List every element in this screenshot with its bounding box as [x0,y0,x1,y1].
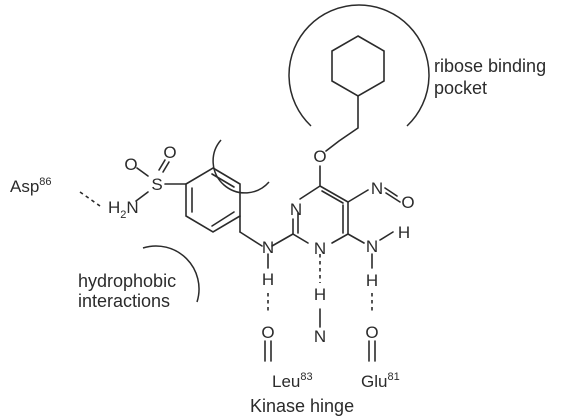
hinge-oxygen-left-label: O [261,323,274,342]
hinge-nitrogen-label: N [314,327,326,346]
sulfonamide-nh2-label: H2N [108,198,139,221]
amine-hydrogen-down-label: H [366,271,378,290]
amine-bonds [347,231,394,269]
pyrimidine-double-bonds [297,190,344,234]
hinge-hydrogen-label: H [314,285,326,304]
residue-asp-label: Asp86 [10,176,52,196]
hydrophobic-caption: hydrophobic interactions [78,271,181,311]
amine-hydrogen-right-label: H [398,223,410,242]
residue-glu-label: Glu81 [361,371,400,391]
benzene-double-bonds [191,173,235,227]
hbond-asp-to-nh2 [79,191,101,207]
nh-nitrogen-label: N [262,238,274,257]
nitroso-oxygen-label: O [401,193,414,212]
ring-nitrogen-lower-label: N [314,239,326,258]
ch2-linker-bonds [325,95,359,152]
ribose-pocket-arc [288,4,430,127]
sulfonyl-oxygen-top-label: O [163,143,176,162]
benzene-ring [185,167,241,233]
kinase-hinge-caption: Kinase hinge [250,396,354,416]
sulfur-label: S [151,175,162,194]
nh-hydrogen-label: H [262,270,274,289]
sulfonyl-oxygen-left-label: O [124,155,137,174]
residue-leu-label: Leu83 [272,371,313,391]
hinge-co-left [264,340,272,362]
ring-nitrogen-upper-label: N [290,200,302,219]
hydrophobic-pocket-arc [142,245,200,303]
ribose-pocket-caption: ribose binding pocket [434,56,551,98]
adenine-pocket-arc [212,139,270,194]
hinge-co-right [368,340,376,362]
nitroso-nitrogen-label: N [371,179,383,198]
nitroso-bonds [347,187,401,203]
cyclohexane-ring [331,35,385,97]
amine-nitrogen-label: N [366,237,378,256]
hinge-oxygen-right-label: O [365,323,378,342]
sulfonamide-bonds [135,159,187,202]
ether-oxygen-label: O [313,147,326,166]
nh-linker-bonds [239,231,294,269]
